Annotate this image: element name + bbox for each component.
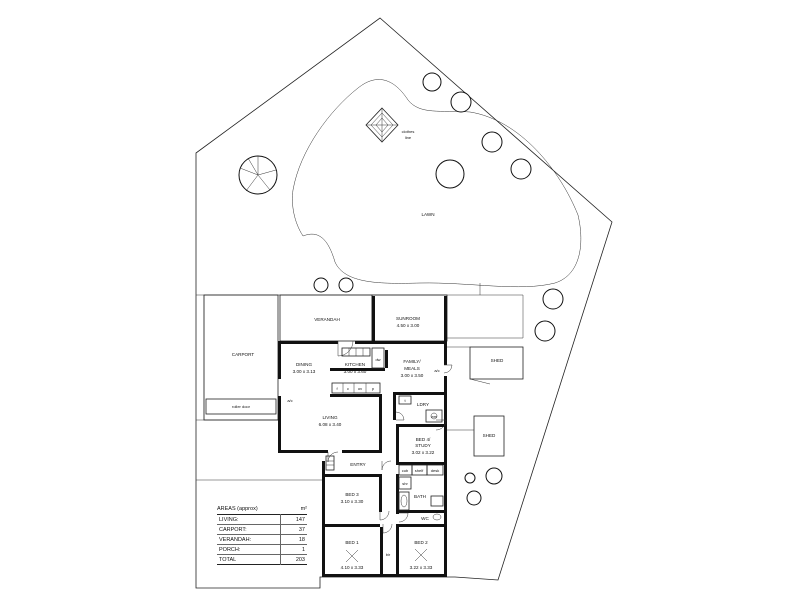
- dining-label: DINING: [296, 362, 313, 367]
- clothes-line-label-2: line: [405, 135, 412, 140]
- bed4-label-1: BED 4/: [416, 437, 431, 442]
- bed1-label: BED 1: [345, 540, 359, 545]
- tree: [450, 91, 472, 113]
- wc-label: WC: [421, 516, 429, 521]
- bath-fittings: [398, 476, 444, 521]
- area-name: CARPORT:: [217, 524, 281, 535]
- shed-2-label: SHED: [483, 433, 496, 438]
- cupboard-shelf-desk: [398, 464, 444, 476]
- kitchen-label: KITCHEN: [345, 362, 365, 367]
- shelf-label: shelf: [415, 468, 424, 473]
- tree: [464, 472, 476, 484]
- entry-steps: [325, 455, 335, 471]
- property-boundary: [195, 17, 613, 589]
- house-walls: [278, 341, 447, 577]
- area-value: 147: [280, 514, 307, 525]
- kitchen-fittings: [331, 347, 385, 394]
- bed4-size: 3.02 x 3.22: [412, 450, 435, 455]
- ceiling-fan-icon: [345, 549, 359, 563]
- pantry-label: p: [372, 386, 375, 391]
- sunroom-label: SUNROOM: [396, 316, 420, 321]
- tree: [485, 467, 503, 485]
- clothes-line-icon: [365, 107, 399, 143]
- shed-1-label: SHED: [491, 358, 504, 363]
- cub-label: cub: [402, 468, 409, 473]
- family-meals-label-1: FAMILY/: [403, 359, 421, 364]
- sunroom-size: 4.50 x 3.00: [397, 323, 420, 328]
- tree: [338, 277, 354, 293]
- kitchen-size: 3.00 x 3.60: [344, 369, 367, 374]
- tree: [510, 158, 532, 180]
- bath-label: BATH: [414, 494, 426, 499]
- areas-unit: m²: [300, 506, 307, 512]
- ceiling-fan-icon: [414, 548, 428, 562]
- tree: [422, 72, 442, 92]
- trough-label: t: [404, 398, 406, 403]
- trees: [238, 72, 564, 506]
- bed4-label-2: STUDY: [415, 443, 431, 448]
- oven-label: ov: [358, 386, 362, 391]
- bed2-label: BED 2: [414, 540, 428, 545]
- area-name: TOTAL: [217, 554, 281, 565]
- desk-label: desk: [431, 468, 439, 473]
- living-size: 6.08 x 3.40: [319, 422, 342, 427]
- dishwasher-label: dw: [375, 357, 380, 362]
- lawn-label: LAWN: [421, 212, 434, 217]
- table-row: PORCH:1: [217, 544, 307, 555]
- table-row: LIVING:147: [217, 514, 307, 525]
- laundry-label: LDRY: [417, 402, 429, 407]
- tree: [481, 131, 503, 153]
- bir-label: bir: [386, 552, 391, 557]
- bed1-size: 4.10 x 3.33: [341, 565, 364, 570]
- dining-size: 3.00 x 3.13: [293, 369, 316, 374]
- carport: [203, 294, 279, 421]
- area-name: VERANDAH:: [217, 534, 281, 545]
- fridge-label: f: [336, 386, 338, 391]
- area-value: 1: [280, 544, 307, 555]
- bed3-label: BED 3: [345, 492, 359, 497]
- area-value: 18: [280, 534, 307, 545]
- family-meals-label-2: MEALS: [404, 366, 420, 371]
- area-name: PORCH:: [217, 544, 281, 555]
- tree-large: [238, 155, 278, 195]
- tree: [534, 320, 556, 342]
- carport-label: CARPORT: [232, 352, 255, 357]
- living-ac-label: a/c: [287, 398, 292, 403]
- table-row: CARPORT:37: [217, 524, 307, 535]
- shed-1: [447, 346, 524, 385]
- shower-label: shr: [402, 481, 408, 486]
- tree: [542, 288, 564, 310]
- clothes-line-label-1: clothes: [402, 129, 415, 134]
- living-label: LIVING: [322, 415, 337, 420]
- area-value: 37: [280, 524, 307, 535]
- family-meals-size: 3.00 x 3.50: [401, 373, 424, 378]
- bed3-size: 3.10 x 3.30: [341, 499, 364, 504]
- roller-door-label: roller door: [232, 404, 251, 409]
- verandah-label: VERANDAH: [314, 317, 340, 322]
- lawn-outline: [292, 79, 582, 288]
- areas-table: AREAS (approx) m² LIVING:147 CARPORT:37 …: [217, 505, 307, 565]
- tree: [466, 490, 482, 506]
- shed-2: [447, 415, 505, 457]
- entry-label: ENTRY: [350, 462, 366, 467]
- area-value: 203: [280, 554, 307, 565]
- laundry-fittings: [398, 395, 443, 423]
- cupboard-label: c: [347, 386, 349, 391]
- tree: [435, 159, 465, 189]
- family-ac-label: a/c: [434, 368, 439, 373]
- areas-title: AREAS (approx): [217, 506, 258, 512]
- bed2-size: 3.22 x 3.33: [410, 565, 433, 570]
- tree: [313, 277, 329, 293]
- area-name: LIVING:: [217, 514, 281, 525]
- washing-machine-label: wm: [431, 414, 438, 419]
- table-row: VERANDAH:18: [217, 534, 307, 545]
